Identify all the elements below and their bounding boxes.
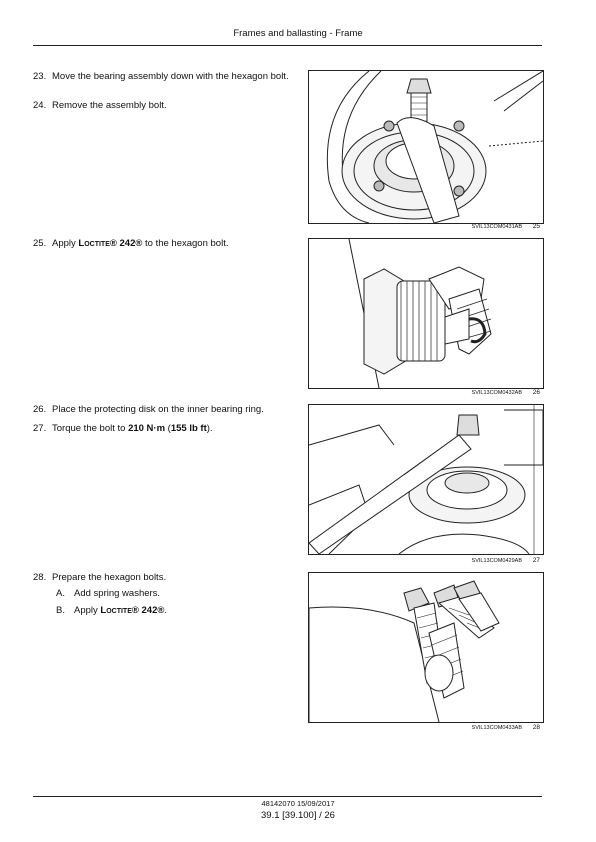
text-run: to the hexagon bolt. [142, 238, 229, 249]
footer-rule [33, 796, 542, 797]
figure-number: 28 [532, 724, 540, 731]
figure-number: 27 [532, 557, 540, 564]
substep-text: Add spring washers. [74, 588, 161, 599]
step-text: Place the protecting disk on the inner b… [52, 404, 264, 415]
step-number: 24. [33, 100, 47, 111]
figure-27-torque-wrench [308, 404, 544, 555]
step-text: Remove the assembly bolt. [52, 100, 167, 111]
figure-28-hexagon-bolts [308, 572, 544, 723]
step-23: 23. Move the bearing assembly down with t… [33, 71, 295, 83]
step-text: Move the bearing assembly down with the … [52, 71, 289, 82]
text-run: ( [165, 423, 171, 434]
step-25: 25. Apply Loctite® 242® to the hexagon bo… [33, 238, 295, 250]
substep-a: A. Add spring washers. [56, 588, 160, 600]
step-text: Torque the bolt to 210 N·m (155 lb ft). [52, 423, 292, 435]
text-run: ). [206, 423, 213, 434]
bearing-assembly-illustration [326, 71, 543, 223]
substep-text: Apply Loctite® 242®. [74, 605, 167, 616]
substep-letter: B. [56, 605, 65, 616]
step-number: 27. [33, 423, 47, 434]
step-27: 27. Torque the bolt to 210 N·m (155 lb ft… [33, 423, 295, 435]
product-name: Loctite® 242® [78, 238, 143, 249]
figure-25-bearing-assembly [308, 70, 544, 224]
step-text: Apply Loctite® 242® to the hexagon bolt. [52, 238, 292, 250]
torque-value-lbft: 155 lb ft [170, 423, 207, 434]
text-run: . [164, 605, 168, 616]
figure-26-hexagon-bolt [308, 238, 544, 389]
product-name: Loctite® 242® [100, 605, 165, 616]
figure-number: 26 [532, 389, 540, 396]
page-header-title: Frames and ballasting - Frame [233, 28, 363, 39]
torque-wrench-illustration [309, 405, 543, 554]
figure-code: SVIL13COM0431AB [471, 224, 522, 230]
footer-document-id: 48142070 15/09/2017 [261, 799, 335, 808]
torque-value-nm: 210 N·m [128, 423, 166, 434]
step-28: 28. Prepare the hexagon bolts. [33, 572, 295, 584]
step-26: 26. Place the protecting disk on the inne… [33, 404, 295, 416]
step-number: 26. [33, 404, 47, 415]
figure-number: 25 [532, 223, 540, 230]
figure-code: SVIL13COM0429AB [471, 558, 522, 564]
hexagon-bolt-illustration [348, 239, 492, 388]
step-text: Prepare the hexagon bolts. [52, 572, 167, 583]
substep-b: B. Apply Loctite® 242®. [56, 605, 167, 617]
step-number: 28. [33, 572, 47, 583]
header-rule [33, 45, 542, 46]
step-number: 23. [33, 71, 47, 82]
text-run: Apply [52, 238, 79, 249]
figure-code: SVIL13COM0432AB [471, 390, 522, 396]
hexagon-bolts-illustration [309, 580, 500, 722]
step-24: 24. Remove the assembly bolt. [33, 100, 295, 112]
text-run: Apply [74, 605, 101, 616]
figure-code: SVIL13COM0433AB [471, 725, 522, 731]
step-number: 25. [33, 238, 47, 249]
footer-page-number: 39.1 [39.100] / 26 [261, 810, 335, 821]
text-run: Torque the bolt to [52, 423, 129, 434]
substep-letter: A. [56, 588, 65, 599]
